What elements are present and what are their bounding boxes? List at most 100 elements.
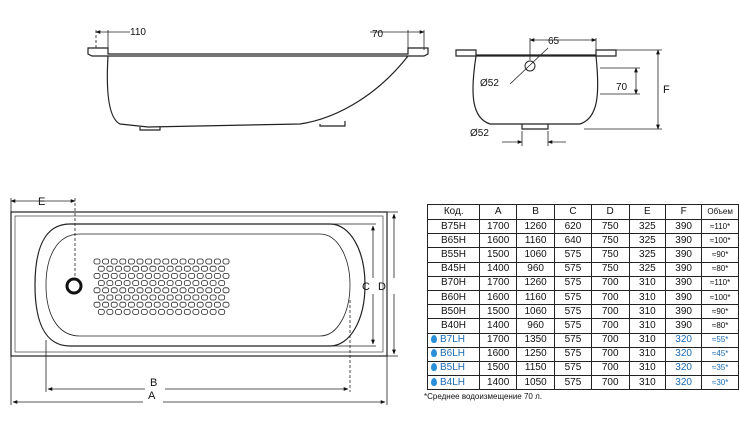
cell-b: 960 xyxy=(515,318,556,334)
anti-slip-dot xyxy=(119,287,127,294)
side-view-foot xyxy=(139,127,161,131)
anti-slip-dot xyxy=(213,301,221,308)
cell-code: B4LH xyxy=(426,375,481,391)
cell-c: 640 xyxy=(554,233,592,249)
cell-e: 310 xyxy=(628,275,667,291)
anti-slip-dot xyxy=(213,258,221,265)
anti-slip-dot xyxy=(127,287,135,294)
anti-slip-dot xyxy=(166,265,174,272)
cell-c: 575 xyxy=(554,304,592,320)
cell-vol: ≈80* xyxy=(701,261,739,277)
anti-slip-dot xyxy=(123,294,131,301)
cell-d: 700 xyxy=(590,304,630,320)
cell-a: 1500 xyxy=(479,360,517,377)
cell-d: 700 xyxy=(590,346,630,362)
anti-slip-dot xyxy=(162,272,170,279)
cell-a: 1700 xyxy=(479,218,517,235)
cell-c: 620 xyxy=(554,218,592,235)
cell-b: 1160 xyxy=(515,233,556,249)
anti-slip-dot xyxy=(132,280,140,287)
anti-slip-dot xyxy=(179,301,187,308)
cell-b: 1260 xyxy=(515,218,556,235)
cell-e: 310 xyxy=(628,360,667,377)
anti-slip-dot xyxy=(110,287,118,294)
anti-slip-dot xyxy=(183,265,191,272)
cell-f: 390 xyxy=(664,304,703,320)
anti-slip-dot xyxy=(209,308,217,315)
anti-slip-dot xyxy=(127,301,135,308)
anti-slip-dot xyxy=(170,258,178,265)
cell-b: 1050 xyxy=(515,375,556,391)
side-view-rim xyxy=(87,47,429,57)
cell-c: 575 xyxy=(554,261,592,277)
cell-vol: ≈80* xyxy=(701,318,739,334)
cell-f: 320 xyxy=(664,375,703,391)
cell-e: 310 xyxy=(628,289,667,306)
dim-110-label: 110 xyxy=(130,27,146,38)
anti-slip-dot xyxy=(123,265,131,272)
col-header-1: A xyxy=(479,204,517,220)
anti-slip-dot xyxy=(153,287,161,294)
anti-slip-dot xyxy=(192,294,200,301)
cell-a: 1400 xyxy=(479,261,517,277)
dim-b-label: B xyxy=(150,377,157,389)
dim-diam-top-label: Ø52 xyxy=(480,78,499,89)
cell-d: 750 xyxy=(590,218,630,235)
col-header-2: B xyxy=(515,204,556,220)
cell-code: B70H xyxy=(426,275,481,291)
col-header-7: Объем xyxy=(701,204,739,220)
cell-b: 1250 xyxy=(515,346,556,362)
anti-slip-dot xyxy=(188,287,196,294)
anti-slip-dot xyxy=(192,308,200,315)
col-header-4: D xyxy=(590,204,630,220)
anti-slip-dot xyxy=(162,287,170,294)
cell-code: B75H xyxy=(426,218,481,235)
anti-slip-dot xyxy=(132,265,140,272)
cell-code: B6LH xyxy=(426,346,481,362)
cell-vol: ≈30* xyxy=(701,375,739,391)
anti-slip-dot xyxy=(149,308,157,315)
anti-slip-dot xyxy=(97,265,105,272)
cell-e: 310 xyxy=(628,375,667,391)
dim-e-label: E xyxy=(38,196,45,208)
anti-slip-dot xyxy=(149,294,157,301)
top-view-bottom xyxy=(45,233,351,337)
anti-slip-dot xyxy=(158,308,165,315)
anti-slip-dot xyxy=(175,294,183,301)
cell-e: 310 xyxy=(628,304,667,320)
footnote: *Среднее водоизмещение 70 л. xyxy=(424,392,542,401)
water-drop-icon xyxy=(431,349,437,358)
anti-slip-dot xyxy=(136,258,144,265)
anti-slip-dot xyxy=(158,265,165,272)
cell-vol: ≈100* xyxy=(701,289,739,306)
cell-vol: ≈45* xyxy=(701,346,739,362)
anti-slip-dot xyxy=(213,272,221,279)
anti-slip-dot xyxy=(179,287,187,294)
anti-slip-dot xyxy=(102,272,109,279)
anti-slip-dot xyxy=(158,280,165,287)
anti-slip-dot xyxy=(175,280,183,287)
product-code: B75H xyxy=(441,220,467,232)
anti-slip-dot xyxy=(110,301,118,308)
anti-slip-dot xyxy=(188,272,196,279)
anti-slip-dot xyxy=(119,272,127,279)
anti-slip-dot xyxy=(218,308,226,315)
anti-slip-dot xyxy=(106,308,114,315)
anti-slip-dot xyxy=(162,301,170,308)
anti-slip-dot xyxy=(166,308,174,315)
cell-e: 325 xyxy=(628,247,667,263)
anti-slip-dot xyxy=(166,280,174,287)
cell-d: 700 xyxy=(590,318,630,334)
cell-d: 750 xyxy=(590,233,630,249)
dim-65-label: 65 xyxy=(548,36,560,47)
anti-slip-dot xyxy=(153,272,161,279)
cell-d: 700 xyxy=(590,332,630,348)
anti-slip-dot xyxy=(110,272,118,279)
anti-slip-dot xyxy=(136,272,144,279)
anti-slip-dot xyxy=(115,294,122,301)
anti-slip-dot xyxy=(132,308,140,315)
